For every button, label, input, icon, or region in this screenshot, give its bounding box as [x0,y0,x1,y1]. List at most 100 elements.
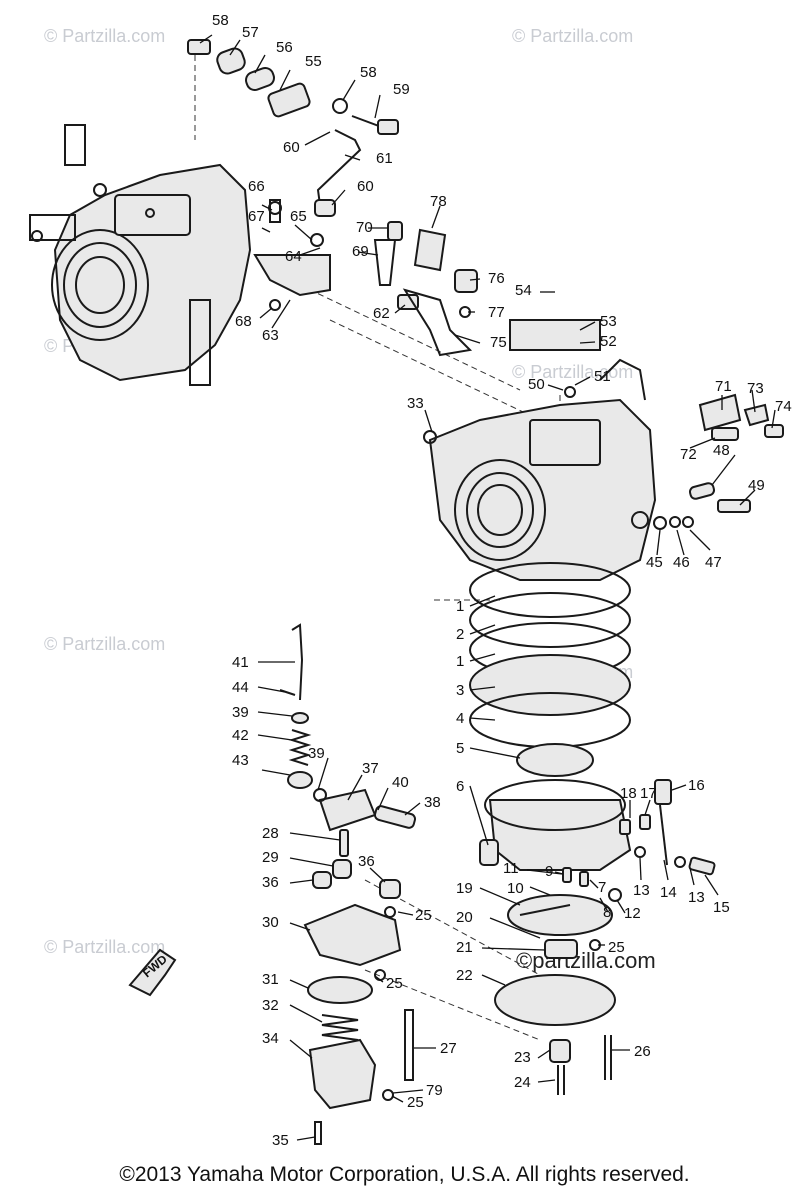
callout-25: 25 [415,907,432,924]
callout-62: 62 [373,305,390,322]
callout-25d: 25 [608,939,625,956]
callout-25c: 25 [407,1094,424,1111]
callout-34: 34 [262,1030,279,1047]
callout-35: 35 [272,1132,289,1149]
callout-23: 23 [514,1049,531,1066]
callout-16: 16 [688,777,705,794]
callout-13b: 13 [688,889,705,906]
callout-28: 28 [262,825,279,842]
callout-48: 48 [713,442,730,459]
carburetor-upper-left [29,124,252,386]
callout-14: 14 [660,884,677,901]
watermark: © Partzilla.com [44,937,165,957]
callout-41: 41 [232,654,249,671]
callout-26: 26 [634,1043,651,1060]
callout-70: 70 [356,219,373,236]
callout-57: 57 [242,24,259,41]
callout-53: 53 [600,313,617,330]
callout-39b: 39 [308,745,325,762]
callout-52: 52 [600,333,617,350]
callout-47: 47 [705,554,722,571]
callout-56: 56 [276,39,293,56]
callout-33: 33 [407,395,424,412]
callout-51: 51 [594,368,611,385]
callout-58b: 58 [360,64,377,81]
callout-61: 61 [376,150,393,167]
pump-parts-left [279,623,417,1145]
callout-44: 44 [232,679,249,696]
callout-2: 2 [456,626,464,643]
callout-65: 65 [290,208,307,225]
callout-74: 74 [775,398,792,415]
callout-67: 67 [248,208,265,225]
callout-18: 18 [620,785,637,802]
callout-13: 13 [633,882,650,899]
callout-3: 3 [456,682,464,699]
callout-9: 9 [545,863,553,880]
callout-43: 43 [232,752,249,769]
callout-66: 66 [248,178,265,195]
callout-5: 5 [456,740,464,757]
callout-17: 17 [640,785,657,802]
callout-numbers: 58 57 56 55 58 59 60 61 60 66 67 65 64 6… [212,12,792,1149]
callout-55: 55 [305,53,322,70]
callout-79: 79 [426,1082,443,1099]
callout-8: 8 [603,904,611,921]
watermark: © Partzilla.com [44,26,165,46]
callout-54: 54 [515,282,532,299]
callout-64: 64 [285,248,302,265]
pump-parts-right [494,779,716,1095]
callout-32: 32 [262,997,279,1014]
watermarks: © Partzilla.com © Partzilla.com © Partzi… [44,26,656,973]
callout-46: 46 [673,554,690,571]
callout-12: 12 [624,905,641,922]
throttle-linkage [187,39,399,217]
callout-31: 31 [262,971,279,988]
watermark: © Partzilla.com [512,26,633,46]
callout-71: 71 [715,378,732,395]
callout-10: 10 [507,880,524,897]
callout-77: 77 [488,304,505,321]
callout-60: 60 [283,139,300,156]
callout-78: 78 [430,193,447,210]
carburetor-main [423,319,657,581]
callout-21: 21 [456,939,473,956]
callout-1: 1 [456,598,464,615]
callout-39: 39 [232,704,249,721]
callout-45: 45 [646,554,663,571]
callout-11: 11 [503,860,519,877]
callout-6: 6 [456,778,464,795]
callout-36: 36 [358,853,375,870]
callout-60b: 60 [357,178,374,195]
side-parts [653,393,784,530]
callout-50: 50 [528,376,545,393]
callout-36b: 36 [262,874,279,891]
callout-22: 22 [456,967,473,984]
callout-30: 30 [262,914,279,931]
callout-72: 72 [680,446,697,463]
bracket-parts [253,199,478,357]
callout-4: 4 [456,710,464,727]
callout-19: 19 [456,880,473,897]
callout-59: 59 [393,81,410,98]
copyright-notice: ©2013 Yamaha Motor Corporation, U.S.A. A… [119,1163,690,1186]
callout-42: 42 [232,727,249,744]
callout-69: 69 [352,243,369,260]
callout-38: 38 [424,794,441,811]
callout-40: 40 [392,774,409,791]
callout-27: 27 [440,1040,457,1057]
callout-25b: 25 [386,975,403,992]
watermark-dark: ©partzilla.com [516,948,656,973]
callout-73: 73 [747,380,764,397]
callout-7: 7 [598,879,606,896]
watermark: © Partzilla.com [44,634,165,654]
callout-1b: 1 [456,653,464,670]
callout-24: 24 [514,1074,531,1091]
callout-76: 76 [488,270,505,287]
leader-lines [199,34,776,1141]
callout-29: 29 [262,849,279,866]
callout-63: 63 [262,327,279,344]
callout-58: 58 [212,12,229,29]
callout-49: 49 [748,477,765,494]
